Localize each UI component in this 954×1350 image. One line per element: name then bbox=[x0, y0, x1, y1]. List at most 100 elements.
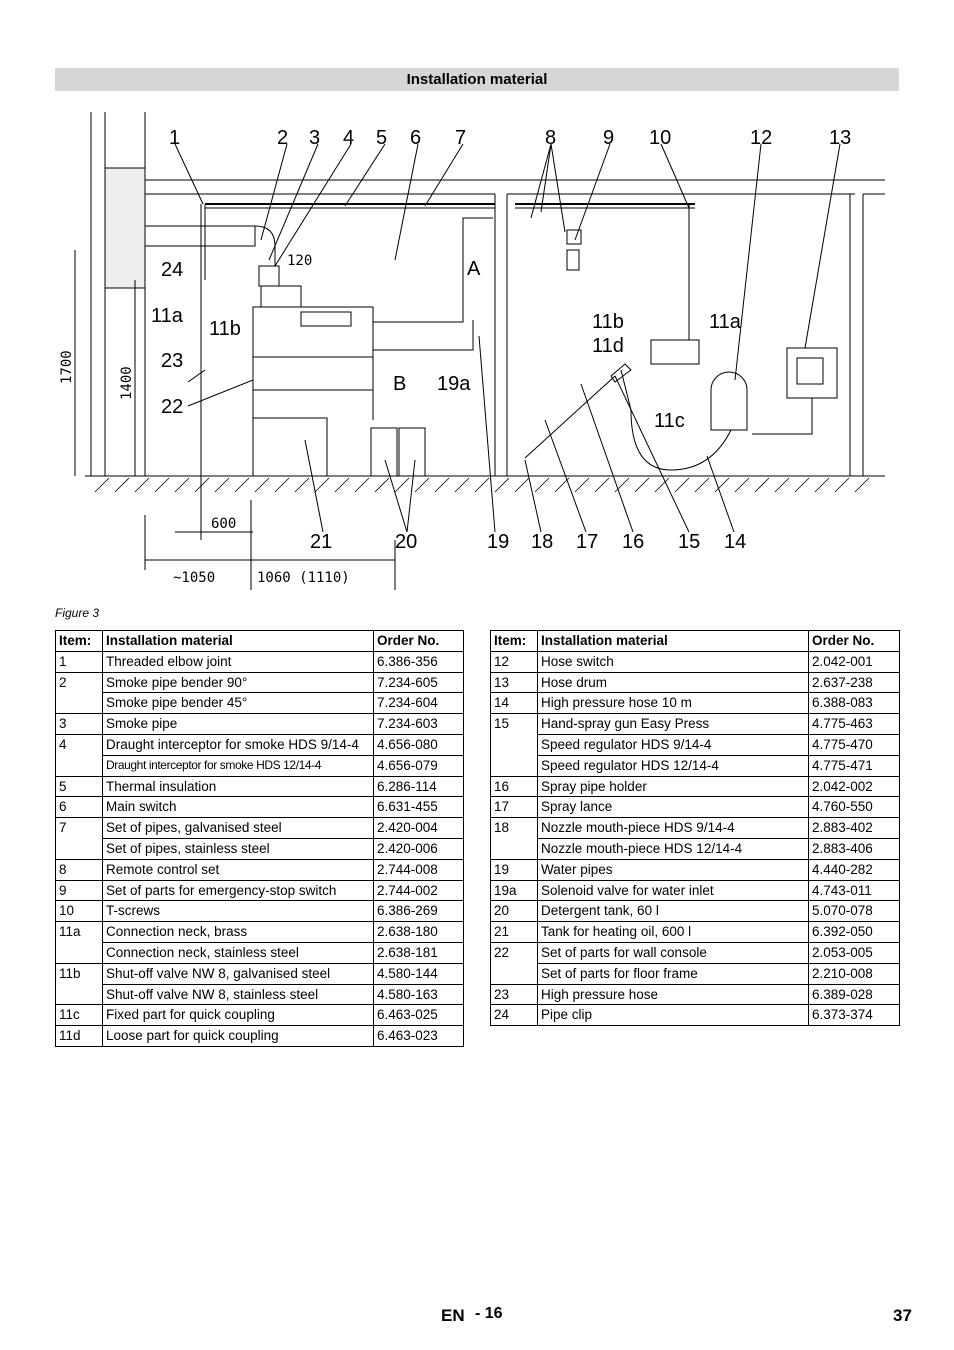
svg-text:13: 13 bbox=[829, 127, 851, 149]
svg-text:12: 12 bbox=[750, 127, 772, 149]
row-item: 11a bbox=[55, 921, 103, 943]
svg-text:16: 16 bbox=[622, 531, 644, 553]
row-material: Nozzle mouth-piece HDS 9/14-4 bbox=[537, 817, 809, 839]
svg-text:22: 22 bbox=[161, 396, 183, 418]
row-item: 18 bbox=[490, 817, 538, 839]
row-order-no: 2.638-180 bbox=[373, 921, 464, 943]
row-item: 1 bbox=[55, 650, 103, 673]
row-order-no: 6.631-455 bbox=[373, 796, 464, 819]
header-order: Order No. bbox=[808, 630, 900, 652]
row-item: 16 bbox=[490, 775, 538, 798]
row-order-no: 6.373-374 bbox=[808, 1004, 900, 1027]
row-material: Set of parts for floor frame bbox=[537, 962, 809, 985]
row-order-no: 2.053-005 bbox=[808, 941, 900, 964]
row-item: 20 bbox=[490, 900, 538, 923]
row-item: 2 bbox=[55, 671, 103, 693]
svg-text:1700: 1700 bbox=[59, 350, 75, 384]
svg-text:600: 600 bbox=[211, 516, 236, 532]
row-item: 17 bbox=[490, 796, 538, 819]
row-item: 9 bbox=[55, 879, 103, 902]
figure-caption: Figure 3 bbox=[55, 606, 100, 620]
row-order-no: 4.580-163 bbox=[373, 983, 464, 1006]
row-material: Spray lance bbox=[537, 796, 809, 819]
row-item bbox=[55, 942, 103, 964]
header-material: Installation material bbox=[537, 630, 809, 652]
row-material: Set of pipes, galvanised steel bbox=[102, 817, 374, 839]
row-order-no: 4.656-079 bbox=[373, 754, 464, 777]
row-material: Solenoid valve for water inlet bbox=[537, 879, 809, 902]
row-material: Hand-spray gun Easy Press bbox=[537, 713, 809, 735]
row-order-no: 6.392-050 bbox=[808, 921, 900, 943]
row-material: Smoke pipe bender 45° bbox=[102, 692, 374, 715]
row-material: Hose drum bbox=[537, 671, 809, 694]
svg-text:4: 4 bbox=[343, 127, 354, 149]
svg-text:8: 8 bbox=[545, 127, 556, 149]
row-material: Set of parts for wall console bbox=[537, 941, 809, 964]
row-item bbox=[490, 838, 538, 860]
row-item: 4 bbox=[55, 733, 103, 756]
svg-text:19a: 19a bbox=[437, 373, 471, 395]
row-order-no: 4.440-282 bbox=[808, 858, 900, 881]
svg-text:3: 3 bbox=[309, 127, 320, 149]
svg-text:1060 (1110): 1060 (1110) bbox=[257, 570, 350, 586]
row-order-no: 2.042-002 bbox=[808, 775, 900, 798]
row-item: 24 bbox=[490, 1004, 538, 1027]
row-order-no: 7.234-603 bbox=[373, 713, 464, 735]
header-material: Installation material bbox=[102, 630, 374, 652]
row-item: 8 bbox=[55, 858, 103, 881]
row-item: 21 bbox=[490, 921, 538, 943]
row-order-no: 4.775-471 bbox=[808, 754, 900, 777]
row-item: 22 bbox=[490, 941, 538, 964]
row-order-no: 2.420-006 bbox=[373, 837, 464, 860]
row-material: Smoke pipe bbox=[102, 713, 374, 735]
row-item bbox=[490, 734, 538, 756]
row-material: Connection neck, brass bbox=[102, 921, 374, 943]
svg-text:11b: 11b bbox=[592, 311, 624, 333]
row-material: Water pipes bbox=[537, 858, 809, 881]
row-material: Speed regulator HDS 9/14-4 bbox=[537, 733, 809, 756]
svg-text:11a: 11a bbox=[151, 305, 184, 327]
row-material: Speed regulator HDS 12/14-4 bbox=[537, 754, 809, 777]
row-item: 11b bbox=[55, 962, 103, 985]
svg-text:17: 17 bbox=[576, 531, 598, 553]
row-material: Connection neck, stainless steel bbox=[102, 941, 374, 964]
row-material: Main switch bbox=[102, 796, 374, 819]
svg-text:21: 21 bbox=[310, 531, 332, 553]
row-item bbox=[55, 984, 103, 1006]
row-order-no: 2.210-008 bbox=[808, 962, 900, 985]
row-item: 6 bbox=[55, 796, 103, 819]
row-order-no: 6.463-023 bbox=[373, 1025, 464, 1047]
row-material: Remote control set bbox=[102, 858, 374, 881]
row-order-no: 6.386-356 bbox=[373, 650, 464, 673]
svg-text:7: 7 bbox=[455, 127, 466, 149]
svg-text:11a: 11a bbox=[709, 311, 742, 333]
row-item: 12 bbox=[490, 650, 538, 673]
row-order-no: 6.388-083 bbox=[808, 692, 900, 715]
svg-text:23: 23 bbox=[161, 350, 183, 372]
svg-text:18: 18 bbox=[531, 531, 553, 553]
svg-text:24: 24 bbox=[161, 259, 183, 281]
svg-text:1: 1 bbox=[169, 127, 180, 149]
row-item: 11c bbox=[55, 1004, 103, 1027]
row-material: Shut-off valve NW 8, galvanised steel bbox=[102, 962, 374, 985]
row-order-no: 6.386-269 bbox=[373, 900, 464, 923]
